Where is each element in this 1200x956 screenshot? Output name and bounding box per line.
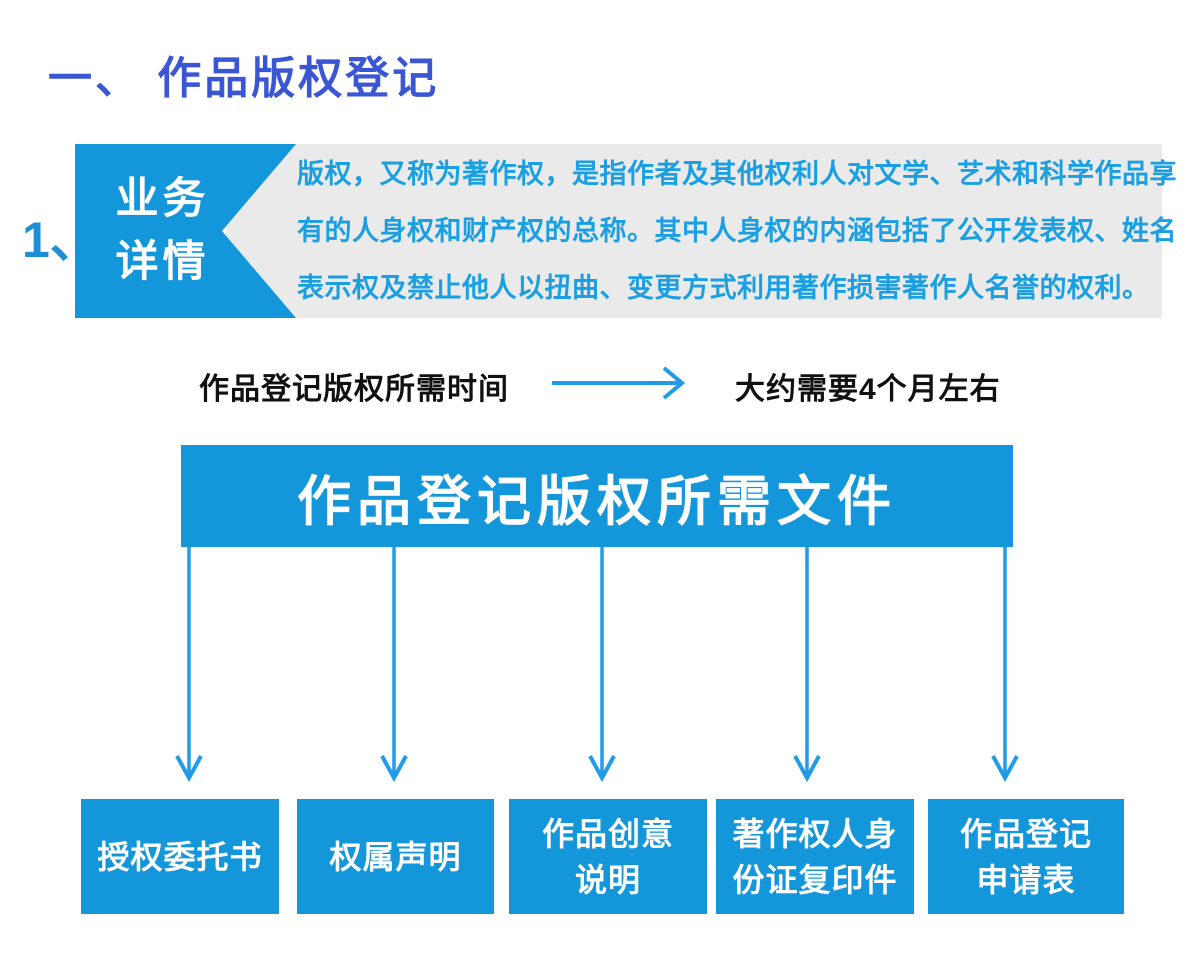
- document-box-label: 作品创意: [541, 815, 674, 852]
- arrow-down-icon: [380, 547, 408, 783]
- time-required-value: 大约需要4个月左右: [735, 373, 1001, 406]
- badge-line: 业务: [115, 175, 210, 223]
- document-box-label: 申请表: [976, 861, 1076, 898]
- document-box-label: 份证复印件: [732, 861, 898, 898]
- document-box-application-form: 作品登记 申请表: [928, 799, 1124, 914]
- documents-banner: 作品登记版权所需文件: [181, 445, 1013, 547]
- description-line: 版权，又称为著作权，是指作者及其他权利人对文学、艺术和科学作品享: [297, 158, 1177, 189]
- arrow-down-icon: [175, 547, 203, 783]
- time-required-label: 作品登记版权所需时间: [199, 373, 509, 406]
- arrow-down-icon: [991, 547, 1019, 783]
- page-title: 一、 作品版权登记: [48, 54, 440, 103]
- document-box-label: 作品登记: [959, 815, 1092, 852]
- document-box-ownership-statement: 权属声明: [297, 799, 494, 914]
- document-box-creative-description: 作品创意 说明: [509, 799, 707, 914]
- documents-banner-label: 作品登记版权所需文件: [297, 471, 897, 532]
- document-box-label: 说明: [574, 861, 641, 898]
- document-box-id-copy: 著作权人身 份证复印件: [716, 799, 914, 914]
- document-box-label: 著作权人身: [732, 815, 898, 852]
- document-box-label: 授权委托书: [97, 838, 263, 875]
- business-detail-badge-label: 业务 详情: [75, 144, 250, 318]
- badge-line: 详情: [115, 238, 210, 286]
- arrow-right-icon: [552, 366, 686, 400]
- document-box-authorization-letter: 授权委托书: [81, 799, 279, 914]
- business-detail-description: 版权，又称为著作权，是指作者及其他权利人对文学、艺术和科学作品享 有的人身权和财…: [297, 144, 1177, 318]
- document-box-label: 权属声明: [329, 838, 462, 875]
- arrow-down-icon: [588, 547, 616, 783]
- arrow-down-icon: [793, 547, 821, 783]
- description-line: 有的人身权和财产权的总称。其中人身权的内涵包括了公开发表权、姓名: [297, 215, 1177, 246]
- business-detail-description-box: 版权，又称为著作权，是指作者及其他权利人对文学、艺术和科学作品享 有的人身权和财…: [226, 144, 1177, 318]
- description-line: 表示权及禁止他人以扭曲、变更方式利用著作损害著作人名誉的权利。: [297, 272, 1150, 303]
